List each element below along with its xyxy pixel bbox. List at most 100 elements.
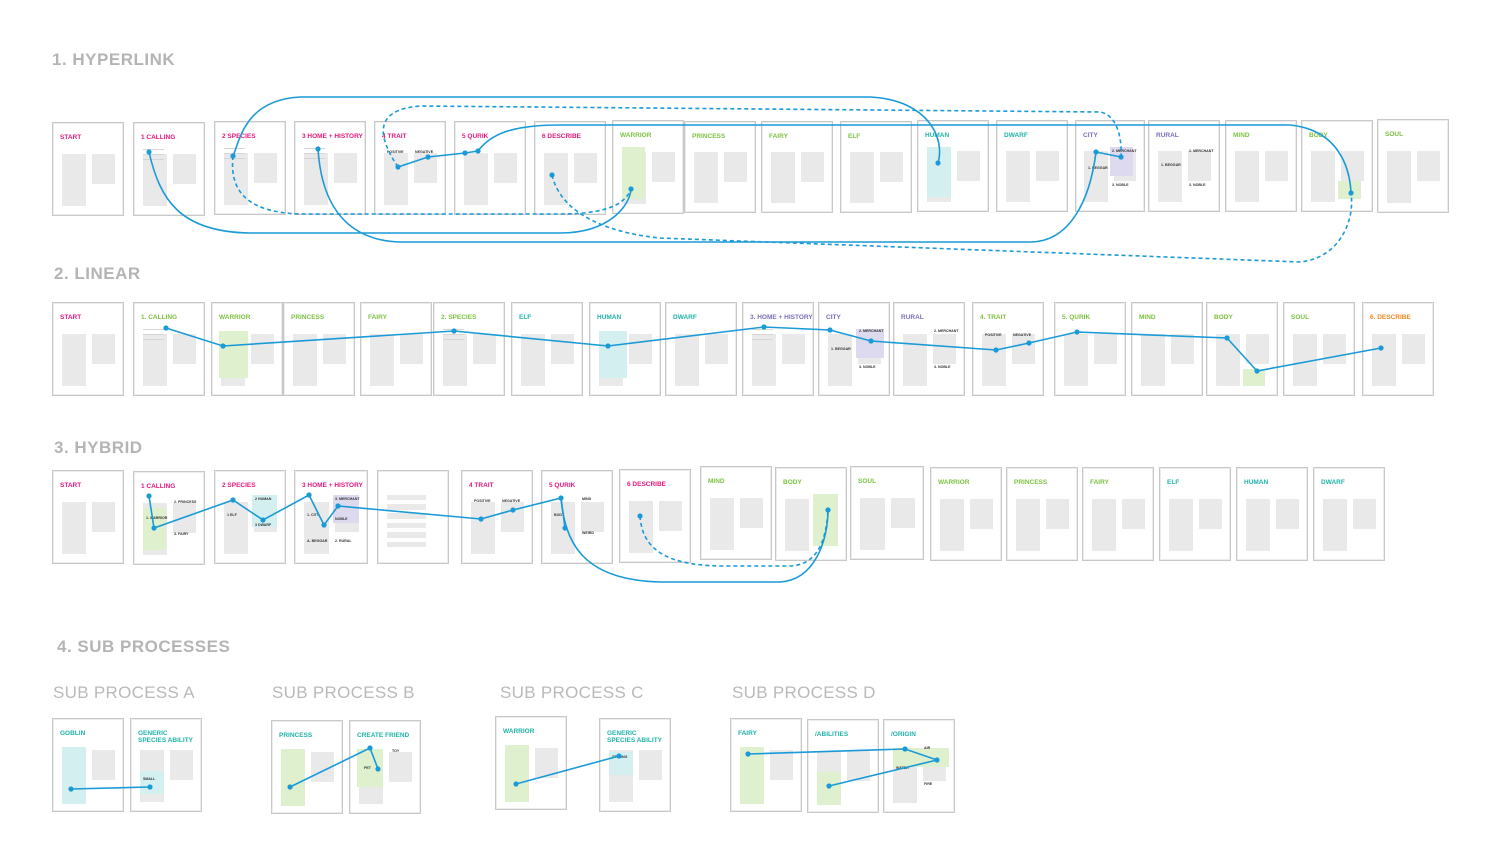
placeholder-block xyxy=(1170,334,1194,365)
placeholder-block xyxy=(386,513,427,519)
card-hybrid-start[interactable]: START xyxy=(52,470,124,564)
card-hybrid-dwarf[interactable]: DWARF xyxy=(1313,467,1385,561)
placeholder-block xyxy=(1352,499,1376,530)
connector-node xyxy=(478,516,484,522)
connector-node xyxy=(151,525,157,531)
card-sub-d-fairy[interactable]: FAIRY xyxy=(730,718,802,812)
card-title: MIND xyxy=(1233,132,1250,139)
placeholder-block xyxy=(693,152,719,203)
card-linear-human[interactable]: HUMAN xyxy=(589,302,661,396)
placeholder-block xyxy=(303,153,329,205)
option-label: A. BEGGAR xyxy=(307,539,328,543)
card-hyperlink-dwarf[interactable]: DWARF xyxy=(996,120,1068,212)
card-linear-1-calling[interactable]: 1. CALLING xyxy=(133,302,205,396)
card-linear-elf[interactable]: ELF xyxy=(511,302,583,396)
card-sub-a-goblin[interactable]: GOBLIN xyxy=(52,718,124,812)
card-sub-d-origin[interactable]: /OriginAIRWATERFIRE xyxy=(883,719,955,813)
card-linear-2-species[interactable]: 2. SPECIES xyxy=(433,302,505,396)
option-label: 1. CITY xyxy=(307,513,320,517)
card-title: ELF xyxy=(519,314,532,321)
option-line xyxy=(223,148,246,150)
connector-node xyxy=(367,745,373,751)
option-label: BODY xyxy=(554,513,565,517)
connector-node xyxy=(462,150,468,156)
card-hybrid-fairy[interactable]: FAIRY xyxy=(1082,467,1154,561)
placeholder-block xyxy=(250,334,274,365)
card-hyperlink-mind[interactable]: MIND xyxy=(1225,120,1297,212)
card-hybrid-mind[interactable]: MIND xyxy=(700,466,772,560)
card-title: CREATE FRIEND xyxy=(357,732,410,739)
card-hybrid-elf[interactable]: ELF xyxy=(1159,467,1231,561)
card-title: GENERIC SPECIES ABILITY xyxy=(607,730,663,744)
card-hybrid-human[interactable]: HUMAN xyxy=(1236,467,1308,561)
connector-node xyxy=(1093,149,1099,155)
card-linear-5-qurik[interactable]: 5. QURIK xyxy=(1054,302,1126,396)
card-title: RURAL xyxy=(901,314,924,321)
card-hyperlink-fairy[interactable]: FAIRY xyxy=(761,121,833,213)
card-hybrid-princess[interactable]: PRINCESS xyxy=(1006,467,1078,561)
placeholder-block xyxy=(1401,334,1425,365)
placeholder-block xyxy=(1340,151,1364,181)
card-title: 2 SPECIES xyxy=(222,133,256,140)
placeholder-block xyxy=(91,750,115,781)
card-linear-mind[interactable]: MIND xyxy=(1131,302,1203,396)
card-linear-body[interactable]: BODY xyxy=(1206,302,1278,396)
card-sub-c-warrior[interactable]: WARRIOR xyxy=(495,716,567,810)
card-title: START xyxy=(60,314,82,321)
selected-highlight xyxy=(621,147,645,199)
card-hyperlink-2-species[interactable]: 2 SPECIES xyxy=(214,121,286,215)
card-linear-fairy[interactable]: FAIRY xyxy=(360,302,432,396)
placeholder-block xyxy=(573,153,597,184)
connector-node xyxy=(230,153,236,159)
card-title: 5. QURIK xyxy=(1062,314,1091,321)
card-hybrid-soul[interactable]: SOUL xyxy=(850,466,924,560)
card-hyperlink-human[interactable]: HUMAN xyxy=(917,120,989,212)
card-hybrid-6-describe[interactable]: 6 DESCRIBE xyxy=(619,469,691,563)
card-title: FAIRY xyxy=(769,133,788,140)
card-hyperlink-elf[interactable]: ELF xyxy=(840,121,912,213)
card-linear-warrior[interactable]: WARRIOR xyxy=(211,302,283,396)
card-hybrid-warrior[interactable]: WARRIOR xyxy=(930,467,1002,561)
card-linear-dwarf[interactable]: DWARF xyxy=(665,302,737,396)
card-title: CITY xyxy=(1083,132,1098,139)
connector-node xyxy=(1348,190,1354,196)
card-hyperlink-soul[interactable]: SOUL xyxy=(1377,119,1449,213)
connector-node xyxy=(1118,154,1124,160)
card-linear-soul[interactable]: SOUL xyxy=(1283,302,1355,396)
card-hybrid-body[interactable]: BODY xyxy=(775,467,847,561)
connector-node xyxy=(513,781,519,787)
option-label: 1. WARRIOR xyxy=(146,516,168,520)
card-hyperlink-body[interactable]: BODY xyxy=(1301,120,1373,212)
card-linear-princess[interactable]: PRINCESS xyxy=(283,302,355,396)
card-linear-start[interactable]: START xyxy=(52,302,124,396)
sub-d-path-2 xyxy=(828,759,938,787)
card-hyperlink-princess[interactable]: PRINCESS xyxy=(684,121,756,213)
card-title: 4 TRAIT xyxy=(382,133,407,140)
placeholder-block xyxy=(1275,499,1299,530)
placeholder-block xyxy=(658,501,682,532)
card-hyperlink-5-qurik[interactable]: 5 QURIK xyxy=(454,121,526,215)
placeholder-block xyxy=(1416,151,1440,182)
card-hybrid-blank[interactable] xyxy=(377,470,449,564)
option-label: NEGATIVE xyxy=(1013,333,1032,337)
placeholder-block xyxy=(1015,499,1041,551)
card-hyperlink-start[interactable]: START xyxy=(52,122,124,216)
option-label: 1 ELF xyxy=(227,513,237,517)
card-linear-3-home-history[interactable]: 3. HOME + HISTORY xyxy=(742,302,814,396)
card-sub-d-abilities[interactable]: /Abilities xyxy=(807,719,879,813)
hybrid-quirk-body xyxy=(560,497,829,583)
card-title: 4 TRAIT xyxy=(469,482,494,489)
placeholder-block xyxy=(1322,334,1346,365)
option-label: NOBLE xyxy=(335,517,348,521)
